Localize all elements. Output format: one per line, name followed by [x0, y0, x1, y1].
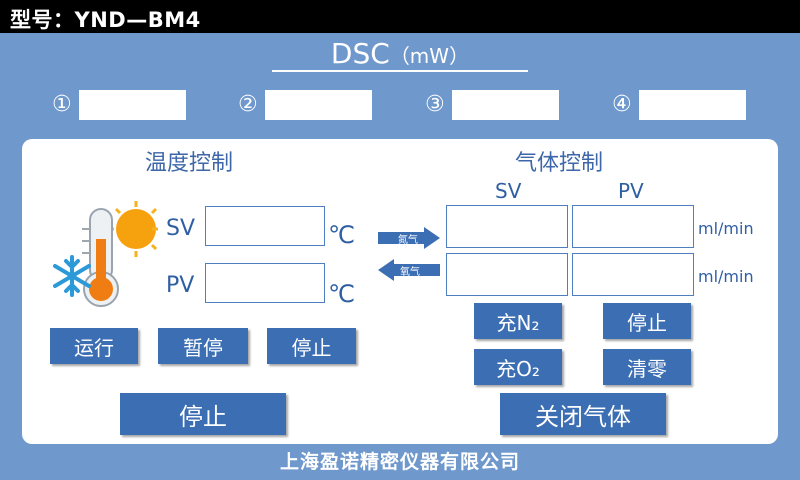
- control-panel: 温度控制: [22, 139, 778, 444]
- temperature-control-title: 温度控制: [145, 151, 234, 176]
- gas-control-title: 气体控制: [515, 151, 604, 176]
- nitrogen-arrow-icon: 氮气: [378, 227, 440, 249]
- temp-pv-display: [205, 263, 325, 303]
- channel-value-4: [639, 90, 746, 120]
- temp-stop-button[interactable]: 停止: [267, 328, 356, 364]
- temp-sv-input[interactable]: [205, 206, 325, 246]
- gas-sv-header: SV: [495, 179, 522, 203]
- oxygen-label: 氧气: [400, 267, 420, 278]
- gas-pv-display-2: [572, 253, 694, 296]
- gas-sv-input-2[interactable]: [446, 253, 568, 296]
- gas-unit-2: ml/min: [698, 267, 754, 286]
- fill-n2-button[interactable]: 充N₂: [474, 303, 562, 339]
- company-name: 上海盈诺精密仪器有限公司: [279, 451, 520, 473]
- channel-value-3: [452, 90, 559, 120]
- gas-stop-button[interactable]: 停止: [603, 303, 691, 339]
- close-gas-button[interactable]: 关闭气体: [500, 393, 666, 435]
- thermometer-weather-icon: [52, 199, 160, 317]
- channel-value-2: [265, 90, 372, 120]
- dsc-title-unit: （mW）: [389, 44, 470, 68]
- channel-number-2: ②: [238, 92, 258, 117]
- gas-pv-display-1: [572, 205, 694, 248]
- model-label: 型号：YND—BM4: [10, 8, 201, 32]
- temp-sv-unit: ℃: [328, 221, 355, 249]
- temp-pv-label: PV: [166, 273, 195, 298]
- channel-number-3: ③: [425, 92, 445, 117]
- channel-number-1: ①: [52, 92, 72, 117]
- pause-button[interactable]: 暂停: [158, 328, 248, 364]
- run-button[interactable]: 运行: [50, 328, 138, 364]
- channel-value-1: [79, 90, 186, 120]
- gas-sv-input-1[interactable]: [446, 205, 568, 248]
- main-stop-button[interactable]: 停止: [120, 393, 286, 435]
- dsc-title: DSC（mW）: [272, 36, 528, 72]
- top-bar: 型号：YND—BM4: [0, 0, 800, 33]
- oxygen-arrow-icon: 氧气: [378, 259, 440, 281]
- channel-number-4: ④: [612, 92, 632, 117]
- gas-pv-header: PV: [618, 179, 644, 203]
- temp-pv-unit: ℃: [328, 280, 355, 308]
- gas-unit-1: ml/min: [698, 219, 754, 238]
- dsc-title-text: DSC: [330, 37, 390, 70]
- nitrogen-label: 氮气: [398, 235, 418, 246]
- zero-button[interactable]: 清零: [603, 349, 691, 385]
- temp-sv-label: SV: [166, 216, 196, 241]
- fill-o2-button[interactable]: 充O₂: [474, 349, 562, 385]
